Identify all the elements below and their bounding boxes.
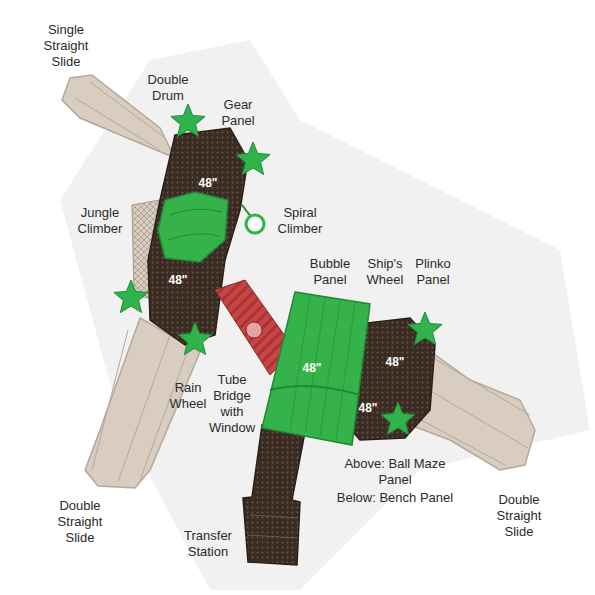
gear-panel-star [236,142,270,175]
slide-ridge [75,82,165,150]
roof-ridge [168,209,222,240]
part-label: Gear Panel [216,97,261,129]
part-label: Spiral Climber [271,205,329,237]
dimension-label: 48" [385,355,404,369]
dimension-label: 48" [168,273,187,287]
jungle-climber-star [114,280,148,313]
part-label: Above: Ball Maze Panel [340,456,450,488]
part-label: Rain Wheel [164,380,212,412]
rain-wheel-star [178,322,212,355]
roof-edge [270,386,360,395]
tube-window [246,322,262,338]
part-label: Plinko Panel [407,256,459,288]
double-drum-star [171,104,205,137]
ground-shadow [60,40,590,590]
bubble-roof [262,292,370,445]
plinko-panel-star [408,312,442,345]
part-label: Double Drum [142,72,194,104]
part-label: Below: Bench Panel [330,490,460,506]
transfer-station [243,425,305,565]
tower-roof [158,192,228,262]
dimension-label: 48" [198,176,217,190]
single-straight-slide [62,75,175,158]
part-label: Transfer Station [177,528,239,560]
spiral-climber [246,215,264,233]
part-label: Ship's Wheel [359,256,411,288]
part-label: Tube Bridge with Window [206,372,258,436]
part-label: Double Straight Slide [51,498,109,546]
station-step [248,515,298,538]
part-label: Double Straight Slide [490,492,548,540]
part-label: Jungle Climber [71,205,129,237]
part-label: Single Straight Slide [36,22,96,70]
dimension-label: 48" [358,401,377,415]
ball-maze-star [381,402,415,435]
dimension-label: 48" [302,361,321,375]
roof-ridge [290,296,355,440]
part-label: Bubble Panel [304,256,356,288]
